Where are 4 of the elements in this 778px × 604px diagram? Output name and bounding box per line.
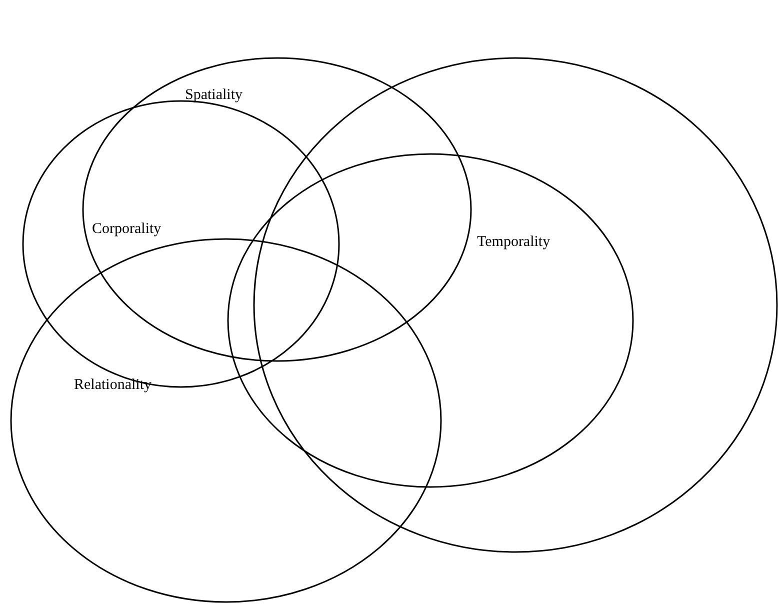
set-label: Spatiality — [185, 86, 242, 104]
set-label: Relationality — [74, 376, 152, 394]
set-label: Temporality — [477, 233, 550, 251]
set-label: Corporality — [92, 220, 162, 238]
